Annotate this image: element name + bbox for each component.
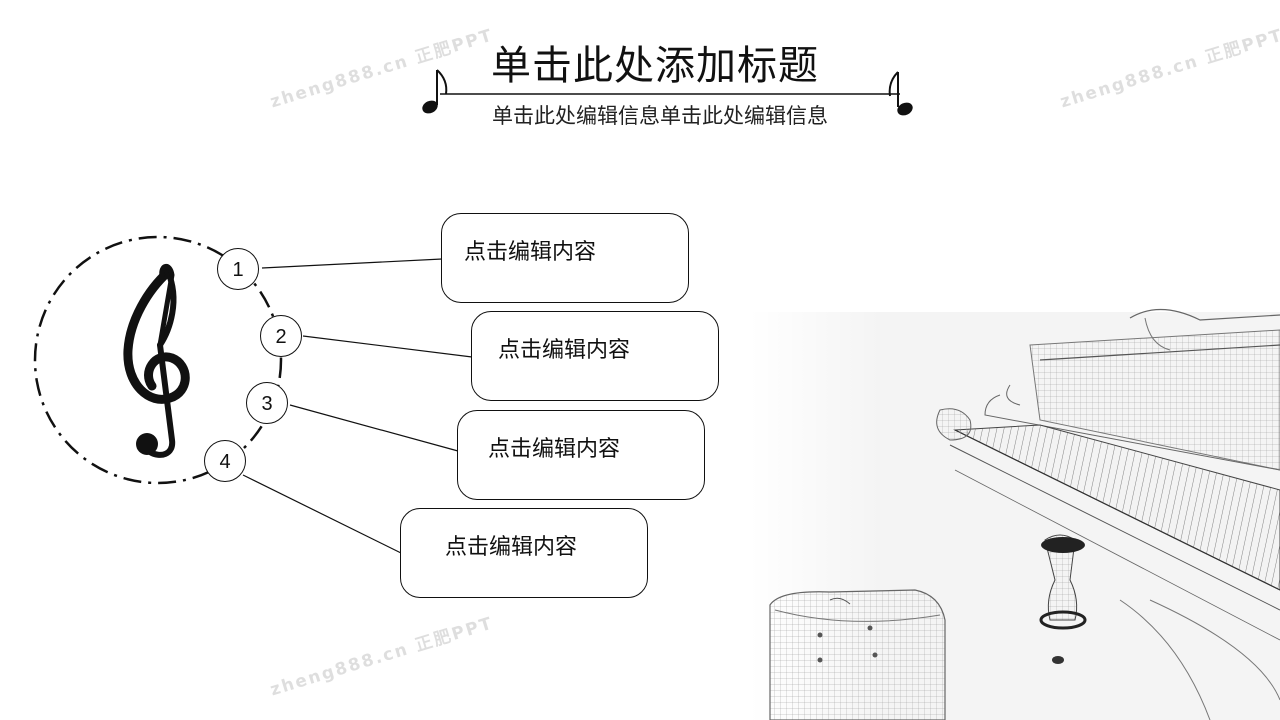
treble-clef-icon xyxy=(123,264,190,458)
page-subtitle[interactable]: 单击此处编辑信息单击此处编辑信息 xyxy=(492,104,828,128)
connector-2 xyxy=(302,335,473,358)
content-box-3[interactable]: 点击编辑内容 xyxy=(457,410,705,500)
content-box-2[interactable]: 点击编辑内容 xyxy=(471,311,719,401)
connector-3 xyxy=(289,404,459,452)
content-label-3: 点击编辑内容 xyxy=(488,437,621,462)
music-note-icon xyxy=(422,69,448,114)
connector-4 xyxy=(242,474,402,554)
dashdot-circle xyxy=(33,235,283,485)
content-box-4[interactable]: 点击编辑内容 xyxy=(400,508,648,598)
content-label-4: 点击编辑内容 xyxy=(445,535,578,560)
connector-1 xyxy=(261,258,443,269)
step-number-4: 4 xyxy=(204,440,246,482)
step-number-3: 3 xyxy=(246,382,288,424)
clef-dot xyxy=(136,433,158,455)
content-label-2: 点击编辑内容 xyxy=(498,338,631,363)
page-title[interactable]: 单击此处添加标题 xyxy=(491,43,819,89)
content-label-1: 点击编辑内容 xyxy=(464,240,597,265)
title-underline xyxy=(422,69,913,116)
step-number-1: 1 xyxy=(217,248,259,290)
content-box-1[interactable]: 点击编辑内容 xyxy=(441,213,689,303)
music-note-icon xyxy=(888,71,913,116)
step-number-2: 2 xyxy=(260,315,302,357)
